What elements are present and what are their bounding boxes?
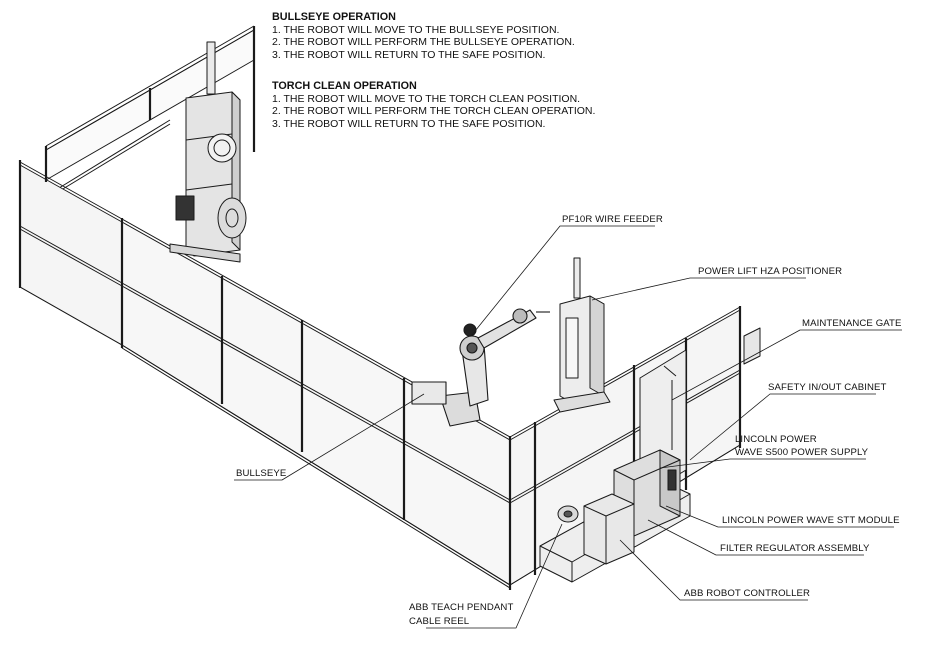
callout-leaders (234, 225, 902, 629)
callout-labels: PF10R WIRE FEEDER POWER LIFT HZA POSITIO… (236, 214, 902, 627)
torch-clean-operation-notes: TORCH CLEAN OPERATION 1. THE ROBOT WILL … (272, 80, 595, 130)
welding-robot (411, 308, 550, 427)
label-stt-module: LINCOLN POWER WAVE STT MODULE (722, 515, 900, 526)
positioner-column-back (169, 41, 247, 263)
label-power-lift-positioner: POWER LIFT HZA POSITIONER (698, 266, 842, 277)
safety-cabinet (743, 327, 761, 365)
label-power-supply-line2: WAVE S500 POWER SUPPLY (735, 447, 869, 458)
teach-pendant-cable-reel (557, 505, 579, 523)
abb-robot-controller (583, 493, 635, 565)
safety-fence (18, 25, 761, 590)
fence-left-end-panel (19, 161, 123, 346)
label-filter-regulator: FILTER REGULATOR ASSEMBLY (720, 543, 870, 554)
label-robot-controller: ABB ROBOT CONTROLLER (684, 588, 810, 599)
torch-clean-step-3: 3. THE ROBOT WILL RETURN TO THE SAFE POS… (272, 117, 546, 130)
label-safety-cabinet: SAFETY IN/OUT CABINET (768, 382, 887, 393)
bullseye-operation-notes: BULLSEYE OPERATION 1. THE ROBOT WILL MOV… (272, 11, 575, 61)
torch-clean-operation-heading: TORCH CLEAN OPERATION (272, 80, 417, 92)
label-power-supply-line1: LINCOLN POWER (735, 434, 817, 445)
power-lift-positioner (553, 257, 611, 413)
torch-clean-step-1: 1. THE ROBOT WILL MOVE TO THE TORCH CLEA… (272, 92, 581, 105)
bullseye-step-3: 3. THE ROBOT WILL RETURN TO THE SAFE POS… (272, 48, 546, 61)
label-maintenance-gate: MAINTENANCE GATE (802, 318, 902, 329)
label-wire-feeder: PF10R WIRE FEEDER (562, 214, 663, 225)
bullseye-step-2: 2. THE ROBOT WILL PERFORM THE BULLSEYE O… (272, 36, 575, 49)
bullseye-operation-heading: BULLSEYE OPERATION (272, 11, 396, 23)
bullseye-step-1: 1. THE ROBOT WILL MOVE TO THE BULLSEYE P… (272, 23, 560, 36)
torch-clean-step-2: 2. THE ROBOT WILL PERFORM THE TORCH CLEA… (272, 105, 596, 118)
label-bullseye: BULLSEYE (236, 468, 286, 479)
label-teach-pendant-line2: CABLE REEL (409, 616, 470, 627)
label-teach-pendant-line1: ABB TEACH PENDANT (409, 602, 513, 613)
